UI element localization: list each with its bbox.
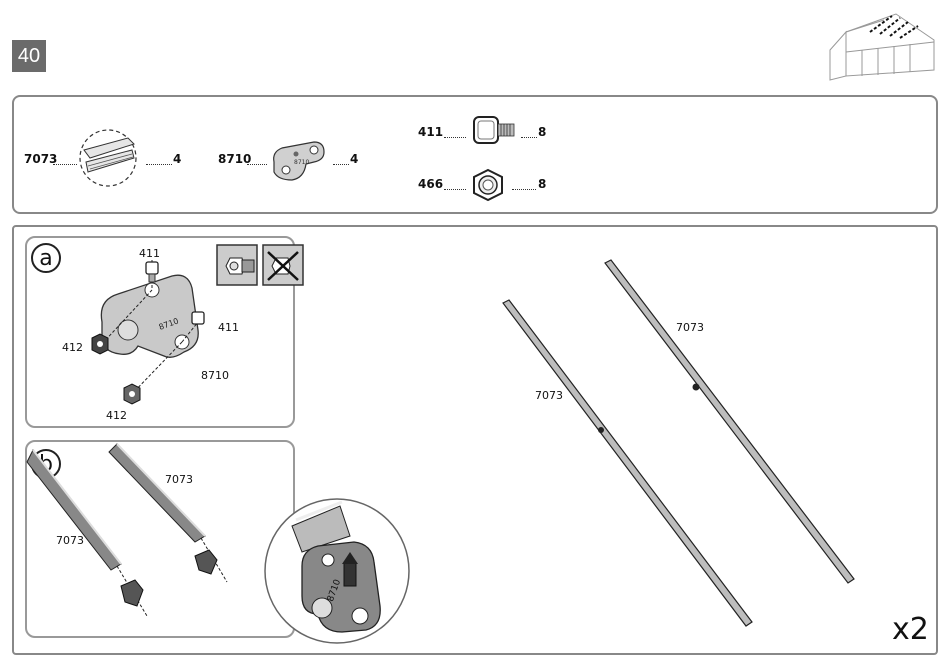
label-main-bar-7073-left: 7073 [535, 389, 563, 402]
quantity-multiplier: x2 [892, 612, 929, 647]
profile-bar-right [605, 260, 854, 583]
profile-bar-left [503, 300, 752, 626]
label-main-bar-7073-right: 7073 [676, 321, 704, 334]
